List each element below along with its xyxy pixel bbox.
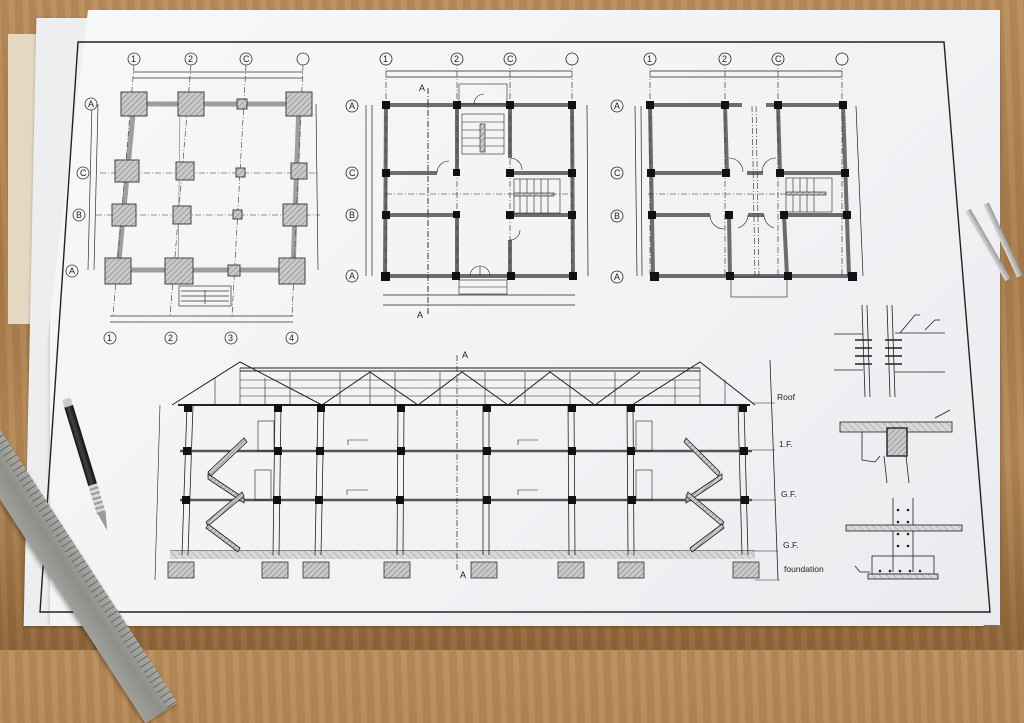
- level-label-ground-floor: G.F.: [781, 489, 797, 499]
- grid-label: C: [614, 168, 621, 178]
- building-section: [154, 355, 780, 581]
- grid-label: 1: [131, 54, 136, 64]
- level-label-foundation: foundation: [784, 564, 824, 574]
- section-marker: A: [460, 570, 466, 580]
- grid-label: 2: [188, 54, 193, 64]
- grid-label: A: [88, 99, 94, 109]
- blueprint-scene: 1 2 C 1 2 3 4 A C B A: [0, 10, 1023, 723]
- level-label-first-floor: 1.F.: [779, 439, 793, 449]
- foundation-plan: [65, 52, 320, 345]
- level-label-ground-floor-2: G.F.: [783, 540, 799, 550]
- grid-label: A: [349, 101, 355, 111]
- grid-label: C: [775, 54, 782, 64]
- grid-label: 1: [107, 333, 112, 343]
- grid-label: C: [243, 54, 250, 64]
- first-floor-plan: [610, 52, 864, 298]
- grid-label: 1: [647, 54, 652, 64]
- slab-beam-detail: [839, 409, 953, 484]
- grid-label: 2: [722, 54, 727, 64]
- grid-label: 2: [168, 333, 173, 343]
- grid-label: 2: [454, 54, 459, 64]
- column-footing-detail: [845, 498, 963, 580]
- grid-label: C: [349, 168, 356, 178]
- grid-label: A: [349, 271, 355, 281]
- grid-label: B: [614, 211, 620, 221]
- grid-label: 1: [383, 54, 388, 64]
- grid-label: 4: [289, 333, 294, 343]
- sheet-border: [39, 41, 991, 613]
- steel-connection-detail: [834, 304, 945, 398]
- grid-label: B: [76, 210, 82, 220]
- section-marker: A: [417, 310, 423, 320]
- section-marker: A: [419, 83, 425, 93]
- section-marker: A: [462, 350, 468, 360]
- grid-label: C: [507, 54, 514, 64]
- grid-label: B: [349, 210, 355, 220]
- grid-label: A: [614, 101, 620, 111]
- construction-details: [834, 304, 963, 580]
- grid-label: A: [614, 272, 620, 282]
- level-label-roof: Roof: [777, 392, 796, 402]
- grid-label: C: [80, 168, 87, 178]
- grid-label: A: [69, 266, 75, 276]
- ground-floor-plan: [345, 52, 589, 316]
- blueprint-drawings: 1 2 C 1 2 3 4 A C B A: [39, 41, 991, 613]
- grid-label: 3: [228, 333, 233, 343]
